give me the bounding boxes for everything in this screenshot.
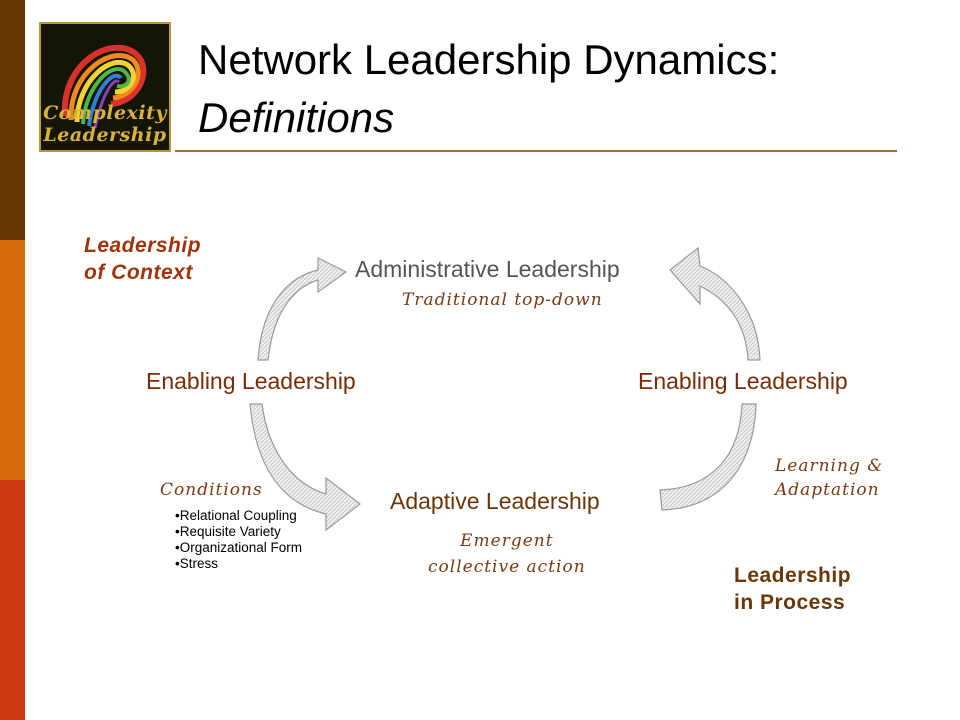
traditional-top-down-caption: Traditional top-down [402,290,603,310]
slide-title: Network Leadership Dynamics: [198,36,780,83]
context-line1: Leadership [84,234,202,257]
sidebar-stripe-top [0,0,25,240]
emergent-collective-action-caption: Emergent collective action [428,528,586,580]
enabling-leadership-right-label: Enabling Leadership [638,368,848,394]
learning-adaptation-label: Learning & Adaptation [775,454,883,502]
leadership-of-context-label: Leadership of Context [84,232,201,286]
condition-item: Requisite Variety [175,524,302,540]
conditions-title: Conditions [160,480,263,500]
arrow-enabling-to-administrative [257,257,348,361]
context-line2: of Context [84,261,193,284]
rainbow-swirl-icon [61,44,147,129]
condition-item: Relational Coupling [175,508,302,524]
sidebar-stripe-bottom [0,480,25,720]
arrow-adaptive-to-enabling-right [659,403,757,511]
conditions-list: Relational Coupling Requisite Variety Or… [175,508,302,572]
logo-text-line1: Complexity [43,102,167,124]
slide-subtitle: Definitions [198,94,395,141]
leadership-in-process-label: Leadership in Process [734,562,851,616]
process-line2: in Process [734,591,846,614]
process-line1: Leadership [734,564,852,587]
emergent-line2: collective action [428,557,586,577]
complexity-leadership-logo: Complexity Leadership [39,22,171,152]
logo-text-line2: Leadership [43,124,167,146]
condition-item: Organizational Form [175,540,302,556]
emergent-line1: Emergent [460,531,554,551]
administrative-leadership-label: Administrative Leadership [355,256,620,282]
arrow-enabling-to-adaptive [249,403,361,532]
title-divider [175,150,897,152]
learning-line1: Learning & [775,456,884,476]
sidebar-stripe-middle [0,240,25,480]
adaptive-leadership-label: Adaptive Leadership [390,488,600,514]
learning-line2: Adaptation [775,480,880,500]
enabling-leadership-left-label: Enabling Leadership [146,368,356,394]
arrow-enabling-right-to-administrative [669,246,761,361]
condition-item: Stress [175,556,302,572]
